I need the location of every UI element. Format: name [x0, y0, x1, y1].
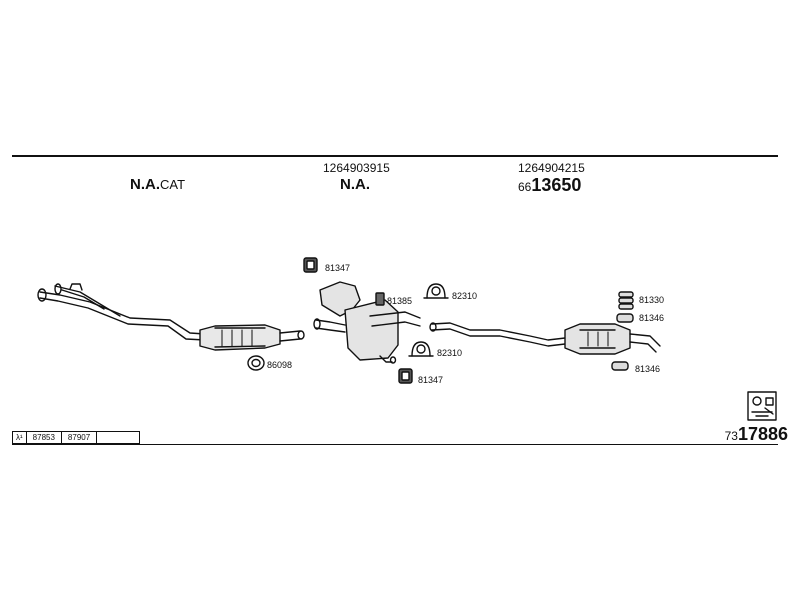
- table-cell: 87907: [60, 431, 98, 444]
- kit-number: 7317886: [725, 424, 788, 445]
- rear-pipe-assembly: [429, 322, 661, 355]
- label-81346-top: 81346: [639, 313, 665, 323]
- label-81347-top: 81347: [325, 263, 351, 273]
- hanger-81346-top: [616, 313, 634, 323]
- clamp-86098: [247, 355, 265, 371]
- label-81330: 81330: [639, 295, 665, 305]
- clamp-82310-top: [423, 283, 449, 299]
- right-part-prefix: 66: [518, 180, 532, 194]
- clamp-82310-bottom: [408, 341, 434, 357]
- label-81346-bottom: 81346: [635, 364, 661, 374]
- left-variant-label: N.A.CAT: [130, 176, 185, 194]
- front-catalyst: [199, 324, 305, 351]
- table-cell: [96, 431, 141, 444]
- hanger-81346-bottom: [611, 361, 629, 371]
- hanger-81347-top: [303, 257, 318, 273]
- fitting-kit-icon: [747, 391, 777, 421]
- lambda-sensor-table: λ¹ 87853 87907: [12, 431, 141, 444]
- label-81347-bottom: 81347: [418, 375, 444, 385]
- table-row: λ¹ 87853 87907: [12, 431, 141, 444]
- lambda-symbol: λ¹: [12, 431, 27, 444]
- table-cell: 87853: [25, 431, 62, 444]
- label-82310-bottom: 82310: [437, 348, 463, 358]
- left-variant-suffix: CAT: [160, 177, 186, 192]
- left-variant-main: N.A.: [130, 176, 160, 193]
- hanger-81385: [375, 292, 385, 306]
- label-81385: 81385: [387, 296, 413, 306]
- label-86098: 86098: [267, 360, 293, 370]
- right-part-number: 6613650: [518, 175, 581, 196]
- hanger-81347-bottom: [398, 368, 413, 384]
- kit-number-main: 17886: [737, 424, 788, 444]
- right-part-code: 1264904215: [518, 161, 585, 175]
- right-part-main: 13650: [531, 175, 582, 195]
- top-rule: [12, 155, 778, 157]
- hanger-81330: [618, 291, 634, 310]
- middle-muffler: [313, 281, 421, 364]
- bottom-rule: [12, 444, 778, 445]
- label-82310-top: 82310: [452, 291, 478, 301]
- front-pipe-assembly: [37, 283, 206, 341]
- kit-number-prefix: 73: [724, 429, 738, 443]
- mid-part-code: 1264903915: [323, 161, 390, 175]
- mid-variant-label: N.A.: [340, 176, 370, 193]
